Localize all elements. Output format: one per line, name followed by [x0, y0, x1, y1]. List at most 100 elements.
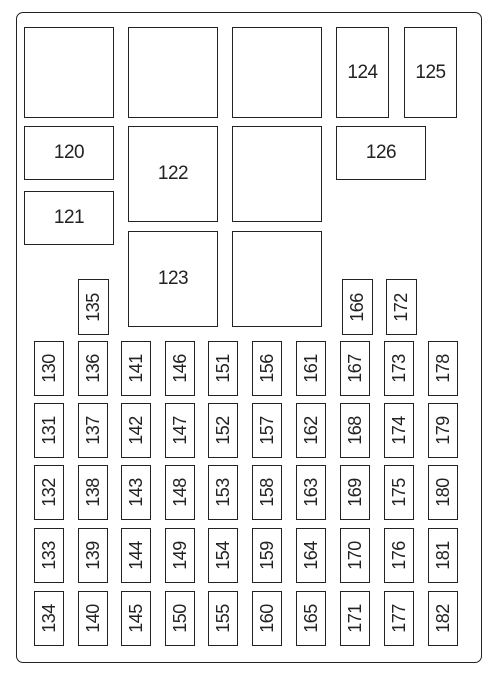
- fuse-178: 178: [428, 341, 458, 396]
- blank-4-block: [232, 126, 322, 222]
- fuse-177: 177: [384, 591, 414, 646]
- fuse-156-label: 156: [256, 354, 277, 383]
- fuse-162-label: 162: [300, 416, 321, 445]
- fuse-148-label: 148: [169, 478, 190, 507]
- box-125-block: 125: [404, 27, 457, 118]
- fuse-140: 140: [78, 591, 108, 646]
- fuse-182-label: 182: [432, 604, 453, 633]
- fuse-145-label: 145: [125, 604, 146, 633]
- box-124-block: 124: [336, 27, 389, 118]
- fuse-180-label: 180: [432, 478, 453, 507]
- fuse-168-label: 168: [344, 416, 365, 445]
- fuse-171: 171: [340, 591, 370, 646]
- box-126-block: 126: [336, 126, 426, 180]
- fuse-138: 138: [78, 465, 108, 520]
- fuse-172-label: 172: [390, 292, 411, 322]
- fuse-134: 134: [34, 591, 64, 646]
- fuse-131: 131: [34, 403, 64, 458]
- fuse-132: 132: [34, 465, 64, 520]
- fuse-179-label: 179: [432, 416, 453, 445]
- fuse-131-label: 131: [38, 416, 59, 445]
- fuse-138-label: 138: [82, 478, 103, 507]
- fuse-180: 180: [428, 465, 458, 520]
- fuse-139: 139: [78, 528, 108, 583]
- fuse-145: 145: [121, 591, 151, 646]
- fuse-156: 156: [252, 341, 282, 396]
- fuse-141-label: 141: [125, 354, 146, 383]
- fuse-157-label: 157: [256, 416, 277, 445]
- box-125-block-label: 125: [415, 61, 446, 83]
- fuse-144-label: 144: [125, 541, 146, 570]
- fuse-175: 175: [384, 465, 414, 520]
- box-121-block: 121: [24, 191, 114, 245]
- fuse-161: 161: [296, 341, 326, 396]
- fuse-168: 168: [340, 403, 370, 458]
- fuse-143-label: 143: [125, 478, 146, 507]
- blank-1-block: [24, 27, 114, 118]
- fuse-142-label: 142: [125, 416, 146, 445]
- fuse-162: 162: [296, 403, 326, 458]
- fuse-174: 174: [384, 403, 414, 458]
- fuse-179: 179: [428, 403, 458, 458]
- fuse-165: 165: [296, 591, 326, 646]
- fuse-144: 144: [121, 528, 151, 583]
- fuse-158: 158: [252, 465, 282, 520]
- fuse-159: 159: [252, 528, 282, 583]
- fuse-154-label: 154: [212, 541, 233, 570]
- fuse-130-label: 130: [38, 354, 59, 383]
- fuse-154: 154: [208, 528, 238, 583]
- blank-5-block: [232, 231, 322, 327]
- fuse-148: 148: [165, 465, 195, 520]
- fuse-152: 152: [208, 403, 238, 458]
- fuse-151-label: 151: [212, 354, 233, 383]
- fuse-133: 133: [34, 528, 64, 583]
- fuse-169-label: 169: [344, 478, 365, 507]
- fuse-164-label: 164: [300, 541, 321, 570]
- fuse-149: 149: [165, 528, 195, 583]
- box-120-block-label: 120: [53, 142, 85, 163]
- box-123-block: 123: [128, 231, 218, 327]
- fuse-160: 160: [252, 591, 282, 646]
- fuse-155: 155: [208, 591, 238, 646]
- fuse-159-label: 159: [256, 541, 277, 570]
- fuse-146: 146: [165, 341, 195, 396]
- fuse-161-label: 161: [300, 354, 321, 383]
- fuse-157: 157: [252, 403, 282, 458]
- fuse-152-label: 152: [212, 416, 233, 445]
- fuse-167: 167: [340, 341, 370, 396]
- fuse-147-label: 147: [169, 416, 190, 445]
- fuse-147: 147: [165, 403, 195, 458]
- box-126-block-label: 126: [365, 142, 397, 163]
- fuse-173-label: 173: [388, 354, 409, 383]
- fuse-130: 130: [34, 341, 64, 396]
- fuse-142: 142: [121, 403, 151, 458]
- fuse-181: 181: [428, 528, 458, 583]
- fuse-167-label: 167: [344, 354, 365, 383]
- fuse-163-label: 163: [300, 478, 321, 507]
- box-122-block-label: 122: [157, 163, 189, 184]
- fuse-153-label: 153: [212, 478, 233, 507]
- fuse-134-label: 134: [38, 604, 59, 633]
- fuse-136: 136: [78, 341, 108, 396]
- box-123-block-label: 123: [157, 268, 189, 289]
- fuse-166-label: 166: [346, 292, 367, 322]
- fuse-137: 137: [78, 403, 108, 458]
- fuse-177-label: 177: [388, 604, 409, 633]
- fuse-164: 164: [296, 528, 326, 583]
- box-120-block: 120: [24, 126, 114, 180]
- fuse-137-label: 137: [82, 416, 103, 445]
- box-122-block: 122: [128, 126, 218, 222]
- fuse-172: 172: [386, 279, 417, 335]
- fuse-150-label: 150: [169, 604, 190, 633]
- fuse-174-label: 174: [388, 416, 409, 445]
- fuse-146-label: 146: [169, 354, 190, 383]
- fuse-176-label: 176: [388, 541, 409, 570]
- fuse-173: 173: [384, 341, 414, 396]
- fuse-171-label: 171: [344, 604, 365, 633]
- fuse-160-label: 160: [256, 604, 277, 633]
- blank-3-block: [232, 27, 322, 118]
- fuse-150: 150: [165, 591, 195, 646]
- fuse-141: 141: [121, 341, 151, 396]
- fuse-169: 169: [340, 465, 370, 520]
- fuse-139-label: 139: [82, 541, 103, 570]
